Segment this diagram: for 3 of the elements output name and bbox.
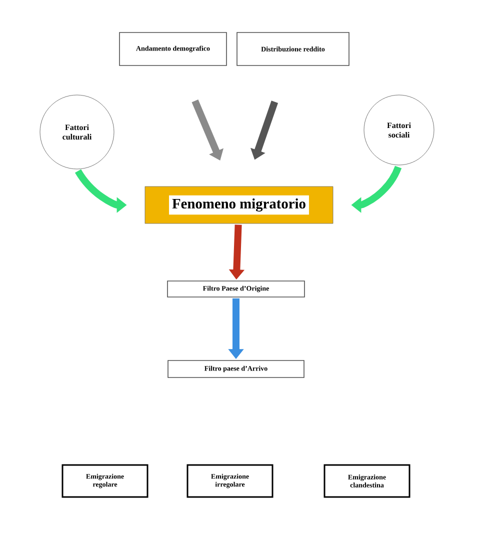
circle-node: Fattori sociali — [364, 94, 434, 166]
circle-node: Fattori culturali — [40, 94, 114, 170]
title-box: Fenomeno migratorio — [144, 186, 334, 224]
